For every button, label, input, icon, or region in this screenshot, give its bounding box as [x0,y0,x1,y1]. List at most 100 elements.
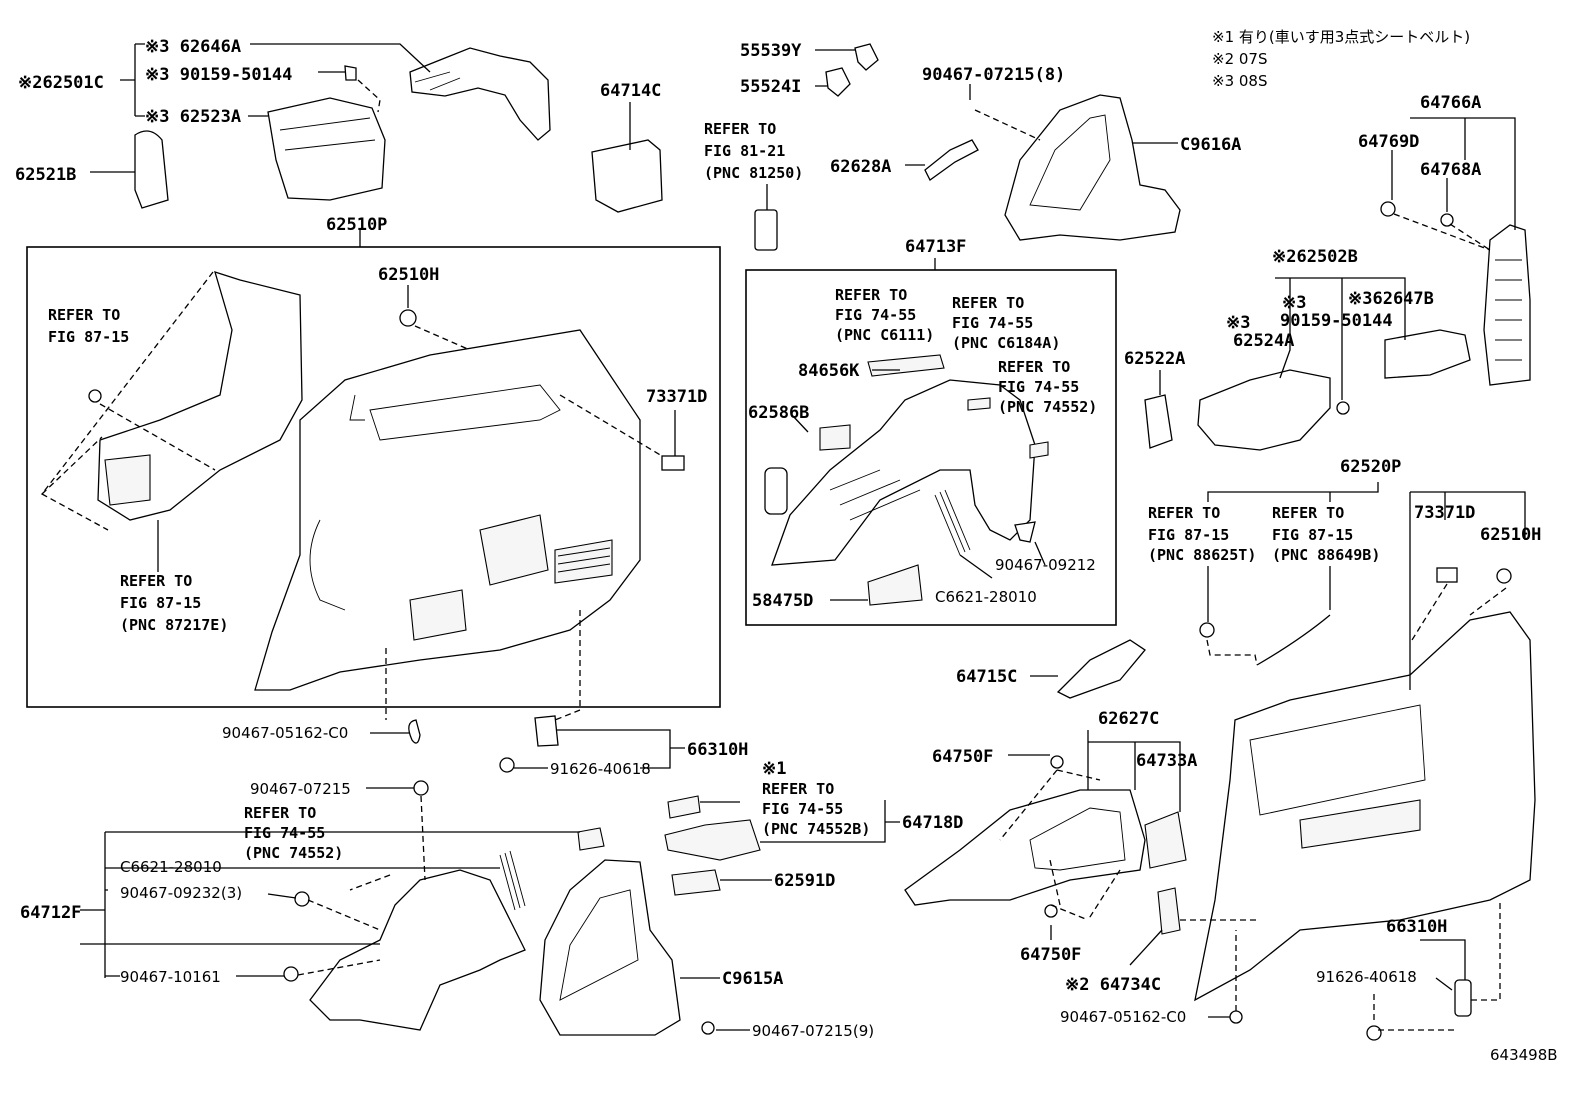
leader-64712F-group [104,831,580,978]
label-64768A: 64768A [1420,160,1481,180]
label-64715C: 64715C [956,667,1017,687]
dash-62510H-a [414,325,471,351]
leader-55539Y-55524I [815,49,855,87]
label-C9616A: C9616A [1180,135,1241,155]
label-90467-07215-8: 90467-07215(8) [922,65,1065,85]
label-62510P: 62510P [326,215,387,235]
label-90159-50144-a: ※3 90159-50144 [145,65,292,85]
label-90467-09212: 90467-09212 [995,556,1096,574]
clip-64750F-a [1050,755,1064,769]
ref-fig-74-55-b: REFER TO FIG 74-55 (PNC C6184A) [952,294,1060,352]
label-90467-05162-b: 90467-05162-C0 [1060,1008,1186,1026]
leader-C6621-09212 [959,541,1046,579]
label-62586B: 62586B [748,403,809,423]
ref-fig-87-15-a-line1: REFER TO [48,306,120,324]
part-64712F [309,869,526,1031]
label-C6621-28010-a: C6621-28010 [935,588,1037,606]
label-64718D: 64718D [902,813,963,833]
part-74552-pad-a [1029,441,1049,459]
part-C9616A [1004,94,1181,241]
part-62510P-vent-slats [557,547,611,573]
leader-64712F [80,909,105,945]
part-64714C [591,139,663,213]
label-73371D-a: 73371D [646,387,707,407]
label-91626-40618-b: 91626-40618 [1316,968,1417,986]
ref-fig-74-55-b-line3: (PNC C6184A) [952,334,1060,352]
part-62520P-window [1249,704,1426,816]
dash-62520P-clips [1411,583,1507,641]
label-C6621-28010-b: C6621-28010 [120,858,222,876]
ref-fig-74-55-e-line1: REFER TO [762,780,834,798]
label-62524A-note: ※3 [1226,313,1250,333]
dash-66310H-b [1373,900,1501,1031]
label-64714C: 64714C [600,81,661,101]
part-C6111-pad [867,354,945,377]
label-90467-09232: 90467-09232(3) [120,884,242,902]
label-64769D: 64769D [1358,132,1419,152]
part-62510P-speaker-grille [409,589,467,641]
part-C9615A [539,859,681,1036]
part-74552-pad-b [577,827,605,851]
ref-fig-87-15-d-line1: REFER TO [1272,504,1344,522]
screw-91626-40618-a [499,757,515,773]
ref-fig-87-15-a-line2: FIG 87-15 [48,328,129,346]
part-66310H-a [534,715,559,747]
part-62522A [1144,394,1173,449]
clip-62510H-a [399,309,417,327]
dash-left-bottom [385,610,581,721]
part-62510P-pocket [479,514,549,586]
part-62646A-detail [414,71,461,91]
label-90467-05162-a: 90467-05162-C0 [222,724,348,742]
part-88649B-cable [1256,614,1331,666]
ref-fig-81-21-line1: REFER TO [704,120,776,138]
part-62627C-window [1029,807,1126,871]
part-62586B [764,467,788,515]
label-73371D-b: 73371D [1414,503,1475,523]
label-62524A: 62524A [1233,331,1294,351]
part-55524I [825,67,851,97]
part-62520P-panel [1194,611,1536,1002]
part-81250-connector [754,209,778,251]
ref-fig-87-15-c-line1: REFER TO [1148,504,1220,522]
clip-90467-10161 [283,966,299,982]
ref-fig-74-55-c: REFER TO FIG 74-55 (PNC 74552) [998,358,1097,416]
ref-fig-74-55-e: REFER TO FIG 74-55 (PNC 74552B) [762,780,870,838]
label-62522A: 62522A [1124,349,1185,369]
leader-64718D [700,800,900,843]
ref-fig-74-55-d-line1: REFER TO [244,804,316,822]
ref-fig-87-15-d-line2: FIG 87-15 [1272,526,1353,544]
clip-90467-07215-9 [701,1021,715,1035]
ref-fig-87-15-b-line1: REFER TO [120,572,192,590]
label-55539Y: 55539Y [740,41,802,61]
part-84656K [819,424,851,451]
label-64734C: ※2 64734C [1065,975,1161,995]
ref-fig-74-55-a: REFER TO FIG 74-55 (PNC C6111) [835,286,934,344]
ref-fig-81-21-line2: FIG 81-21 [704,142,785,160]
label-84656K: 84656K [798,361,860,381]
part-64769D [1380,201,1396,217]
label-90467-10161: 90467-10161 [120,968,221,986]
label-90467-07215: 90467-07215 [250,780,351,798]
label-62647B: ※362647B [1348,289,1434,309]
part-64734C [1157,887,1181,935]
part-64713F-wheelhouse [771,379,1036,566]
label-64733A: 64733A [1136,751,1197,771]
part-62627C [904,789,1146,906]
part-64768A [1440,213,1454,227]
label-64712F: 64712F [20,903,81,923]
part-66310H-b [1454,979,1472,1017]
note-1: ※1 有り(車いす用3点式シートベルト) [1212,28,1470,46]
label-62510H-a: 62510H [378,265,439,285]
ref-fig-87-15-c: REFER TO FIG 87-15 (PNC 88625T) [1148,504,1256,564]
dash-64712F [297,874,391,976]
label-62628A: 62628A [830,157,891,177]
part-62524A [1197,369,1331,451]
ref-fig-74-55-a-line2: FIG 74-55 [835,306,916,324]
clip-90467-05162-b [1229,1010,1243,1024]
dash-90467-07215-8 [974,109,1041,141]
group-box-64713F [745,269,1117,626]
label-62520P: 62520P [1340,457,1401,477]
ref-fig-87-15-a: REFER TO FIG 87-15 [48,306,129,346]
clip-62510H-b [1496,568,1512,584]
part-64718D-b [664,819,761,861]
